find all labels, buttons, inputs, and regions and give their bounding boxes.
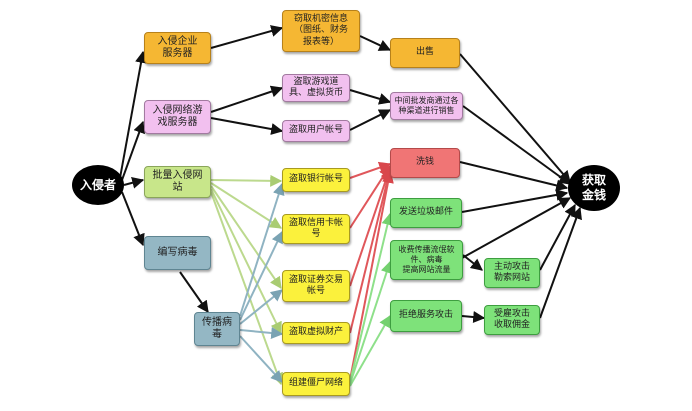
invade-game-node: 入侵网络游 戏服务器 xyxy=(144,100,211,134)
steal-user-acct-label: 盗取用户帐号 xyxy=(288,125,343,136)
intruder-label: 入侵者 xyxy=(79,177,116,192)
steal-secrets-node: 窃取机密信息 （图纸、财务 报表等） xyxy=(282,10,360,52)
write-virus-label: 编写病毒 xyxy=(157,246,198,258)
botnet-label: 组建僵尸网络 xyxy=(288,378,343,389)
hire-node: 受雇攻击 收取佣金 xyxy=(484,305,540,335)
steal-game-items-node: 盗取游戏道 具、虚拟货币 xyxy=(282,74,350,102)
ddos-node: 拒绝服务攻击 xyxy=(390,300,462,332)
botnet-arrows xyxy=(349,212,394,387)
steal-game-items-label: 盗取游戏道 具、虚拟货币 xyxy=(288,76,343,98)
botnet-node: 组建僵尸网络 xyxy=(282,372,350,396)
steal-virtual-label: 盗取虚拟财产 xyxy=(288,327,343,338)
invade-game-label: 入侵网络游 戏服务器 xyxy=(152,104,203,129)
middleman-node: 中间批发商通过各 种渠道进行销售 xyxy=(390,92,463,120)
ddos-label: 拒绝服务攻击 xyxy=(398,310,453,321)
spread-virus-label: 传播病 毒 xyxy=(202,316,232,341)
write-virus-node: 编写病毒 xyxy=(144,236,211,270)
spread-virus-arrows xyxy=(239,182,285,383)
steal-card-node: 盗取信用卡帐 号 xyxy=(282,214,350,244)
spread-malware-node: 收费传播流氓软 件、病毒 提高网站流量 xyxy=(390,240,463,280)
steal-bank-node: 盗取银行帐号 xyxy=(282,168,350,192)
sell-node: 出售 xyxy=(390,38,460,68)
mass-invade-label: 批量入侵网 站 xyxy=(152,169,203,194)
mass-invade-node: 批量入侵网 站 xyxy=(144,166,211,198)
steal-secrets-label: 窃取机密信息 （图纸、财务 报表等） xyxy=(293,14,348,47)
spread-virus-node: 传播病 毒 xyxy=(194,312,240,346)
steal-securities-node: 盗取证券交易 帐号 xyxy=(282,270,350,302)
launder-node: 洗钱 xyxy=(390,148,460,178)
profit-arrows xyxy=(459,53,582,323)
sell-label: 出售 xyxy=(415,47,434,58)
profit-label: 获取 金钱 xyxy=(581,173,606,202)
launder-label: 洗钱 xyxy=(415,157,434,168)
profit-node: 获取 金钱 xyxy=(568,165,620,211)
intruder-arrows xyxy=(119,50,147,247)
spam-label: 发送垃圾邮件 xyxy=(398,207,453,218)
intruder-node: 入侵者 xyxy=(72,165,124,205)
invade-corp-label: 入侵企业 服务器 xyxy=(157,35,198,60)
mass-invade-arrows xyxy=(210,174,283,386)
spread-malware-label: 收费传播流氓软 件、病毒 提高网站流量 xyxy=(398,245,455,274)
middleman-label: 中间批发商通过各 种渠道进行销售 xyxy=(394,96,459,115)
top-flow-arrows xyxy=(179,25,392,313)
steal-bank-label: 盗取银行帐号 xyxy=(288,174,343,185)
spam-node: 发送垃圾邮件 xyxy=(390,198,462,228)
steal-user-acct-node: 盗取用户帐号 xyxy=(282,120,350,142)
invade-corp-node: 入侵企业 服务器 xyxy=(144,32,211,64)
steal-securities-label: 盗取证券交易 帐号 xyxy=(288,274,343,296)
extort-node: 主动攻击 勒索网站 xyxy=(484,258,540,288)
hire-label: 受雇攻击 收取佣金 xyxy=(493,308,530,330)
steal-virtual-node: 盗取虚拟财产 xyxy=(282,322,350,344)
launder-arrows xyxy=(349,161,394,381)
steal-card-label: 盗取信用卡帐 号 xyxy=(288,217,343,239)
extort-label: 主动攻击 勒索网站 xyxy=(493,261,530,283)
